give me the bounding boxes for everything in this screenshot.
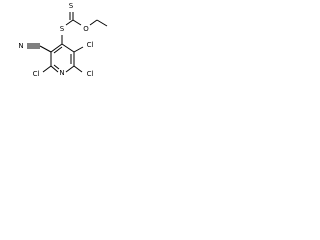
bond-o-ch2 (89, 19, 98, 26)
bond-c6-cl (73, 65, 83, 73)
bond-c-o (72, 19, 82, 26)
ring-bond-c4-c5 (61, 43, 75, 53)
ring-double-c2-n (53, 64, 60, 70)
chemical-structure-diagram: N S S O Cl Cl Cl N (0, 0, 111, 103)
pyridine-ring (50, 43, 75, 73)
molecule-drawing: N S S O Cl Cl Cl N (18, 2, 108, 78)
bond-c5-cl (73, 46, 84, 53)
atom-cl-bottom-left: Cl (33, 70, 40, 78)
ring-bond-c6-n (65, 65, 75, 73)
thiocarbonate-group: S S O (60, 2, 108, 44)
bond-ch2-ch3 (96, 19, 108, 27)
bond-s-c (65, 19, 74, 26)
bond-c2-cl (42, 65, 52, 73)
atom-s-thione: S (69, 2, 74, 10)
atom-s-thio: S (60, 25, 65, 33)
atom-n-cyano: N (18, 42, 23, 50)
ring-double-c3-c4 (53, 46, 63, 54)
atom-cl-top-right: Cl (87, 41, 94, 49)
atom-n-ring: N (59, 69, 64, 77)
ring-bond-n-c2 (50, 65, 59, 73)
atom-cl-bottom-right: Cl (87, 70, 94, 78)
cyano-group: N (18, 42, 52, 53)
ring-bond-c3-c4 (50, 43, 63, 53)
atom-o-ester: O (83, 25, 89, 33)
cyano-single-bond (39, 45, 52, 53)
chlorine-substituents: Cl Cl Cl (33, 41, 94, 78)
